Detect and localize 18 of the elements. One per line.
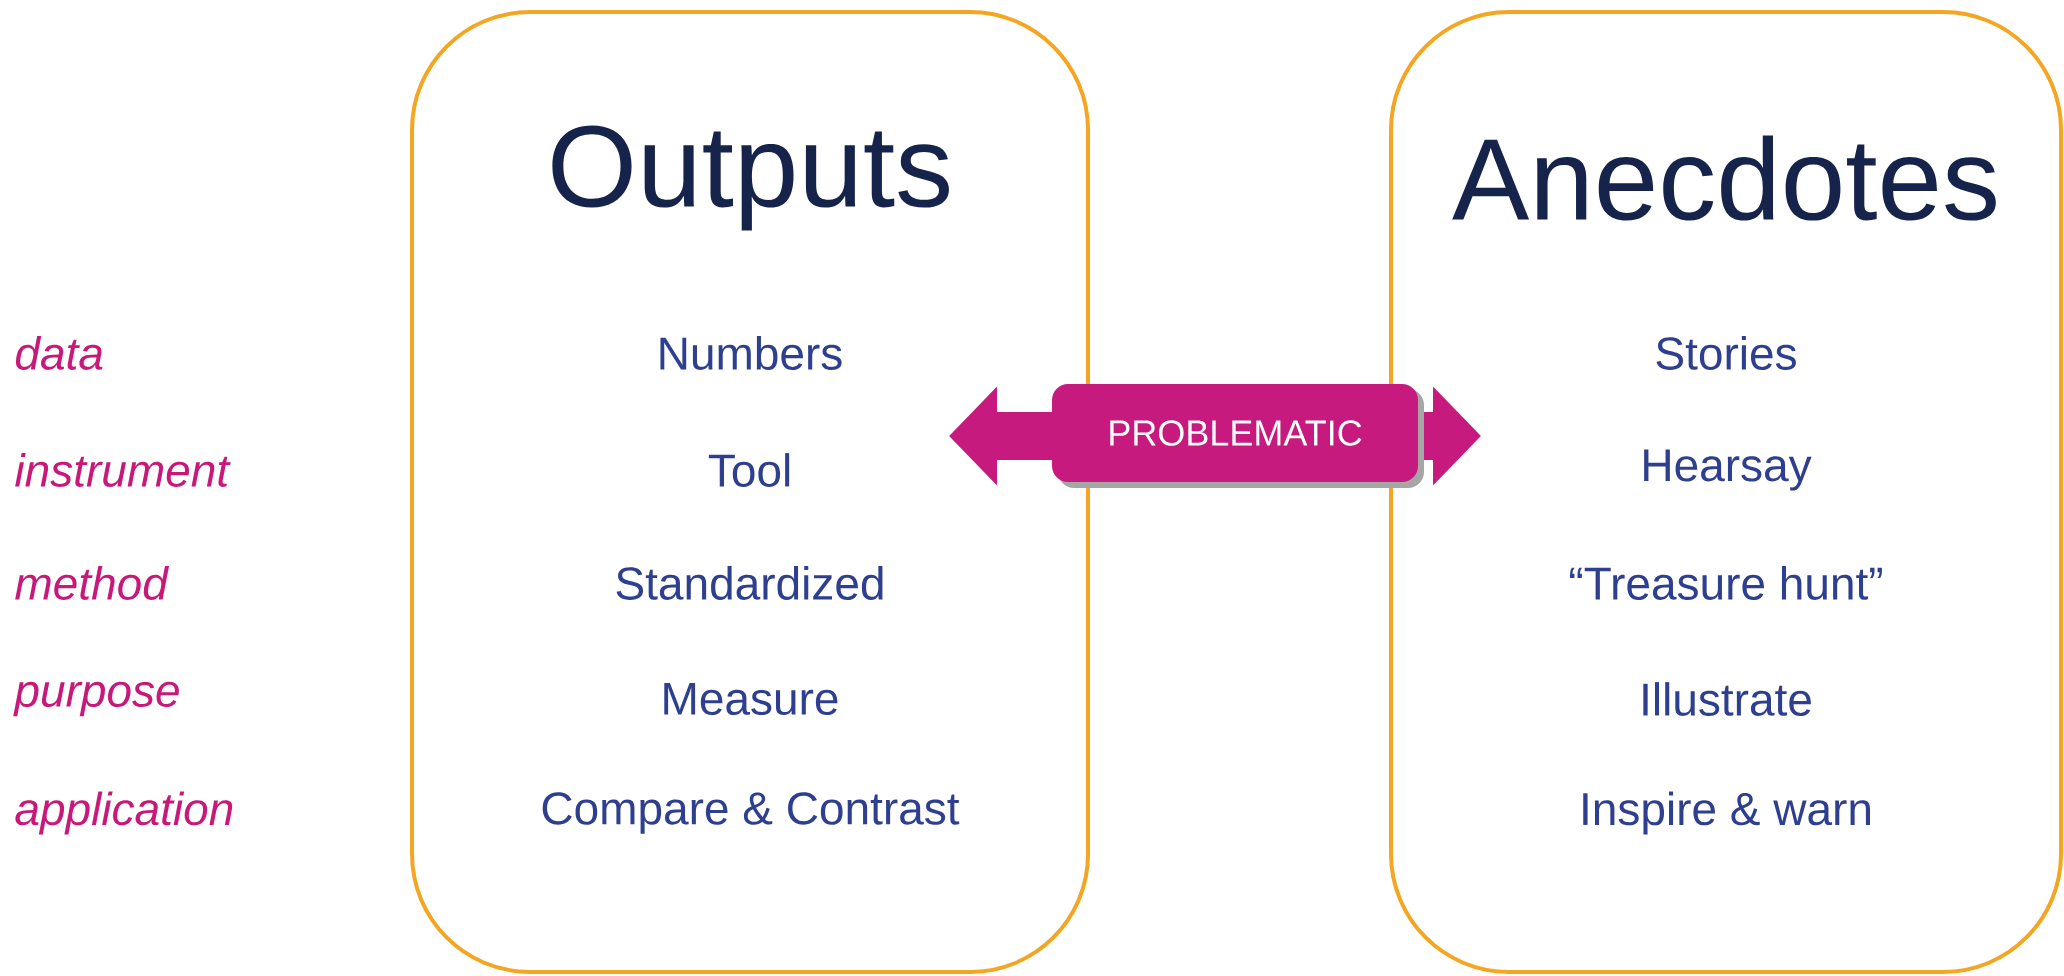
column-heading: Outputs: [552, 125, 949, 231]
row-label: instrument: [15, 453, 231, 487]
row-label: application: [15, 791, 233, 835]
list-item: Stories: [1656, 336, 1796, 370]
list-item: Hearsay: [1644, 449, 1812, 491]
row-label: method: [15, 566, 170, 600]
list-item: Inspire & warn: [1583, 791, 1870, 835]
list-item: Illustrate: [1643, 682, 1811, 716]
list-item: “Treasure hunt”: [1570, 566, 1882, 600]
list-item: Numbers: [660, 336, 842, 370]
list-item: Measure: [664, 682, 838, 716]
row-label: purpose: [13, 681, 179, 717]
list-item: Standardized: [616, 566, 883, 600]
edge-label: PROBLEMATIC: [1052, 384, 1424, 488]
row-label: data: [15, 336, 103, 370]
list-item: Tool: [708, 453, 790, 487]
column-heading: Anecdotes: [1452, 135, 1996, 221]
list-item: Compare & Contrast: [542, 792, 960, 834]
